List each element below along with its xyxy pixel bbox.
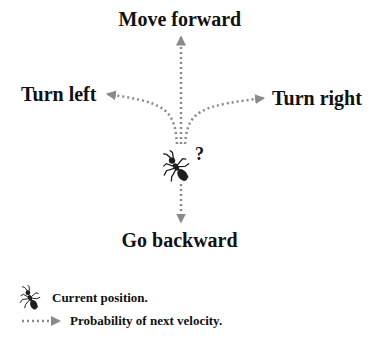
legend-text: Probability of next velocity. [70, 313, 222, 329]
ant-position: ? [156, 144, 206, 184]
dotted-arrow [180, 184, 183, 223]
ant-icon [160, 148, 191, 186]
legend-ant-icon [20, 285, 40, 310]
direction-label: Turn right [270, 87, 366, 110]
direction-label: Go backward [120, 229, 243, 252]
node-text: Move forward [117, 8, 246, 31]
node-text: Go backward [120, 229, 243, 252]
node-text: ? [195, 144, 204, 165]
direction-label: Move forward [117, 8, 246, 31]
legend-dotted-arrow [22, 320, 60, 323]
legend-text: Current position. [52, 290, 148, 306]
node-text: Turn left [19, 83, 101, 106]
dotted-arrow [107, 94, 177, 144]
direction-label: Turn left [19, 83, 101, 106]
dotted-arrow [180, 37, 183, 145]
node-text: Turn right [270, 87, 366, 110]
dotted-arrow [185, 98, 264, 144]
